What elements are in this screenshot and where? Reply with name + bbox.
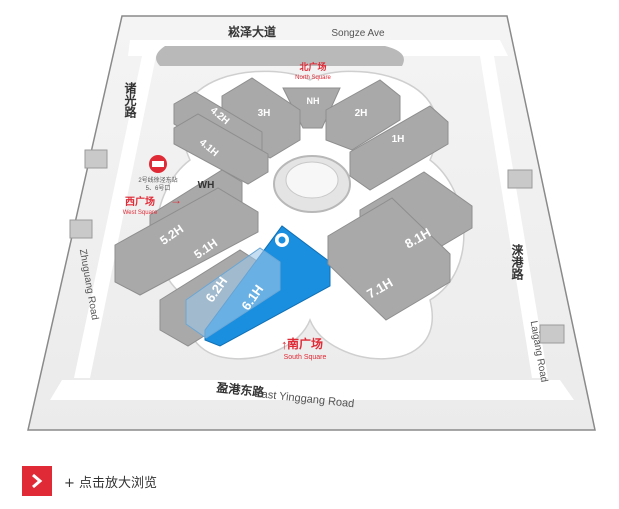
road-north: 崧泽大道 [228,24,276,39]
hall-1h[interactable] [349,105,449,191]
metro-icon [149,155,167,173]
footer: + 点击放大浏览 [22,466,157,496]
west-road-strip [74,56,156,378]
road-west: 诸光路 [123,81,137,119]
label-3h: 3H [258,108,271,119]
hall-6-2h-overlay [185,247,281,339]
road-south: 盈港东路 [215,379,266,399]
zoom-link[interactable]: + 点击放大浏览 [64,475,158,491]
east-gate-2 [539,324,565,344]
metro-exits: 5、6号口 [146,185,171,192]
west-gate-2 [69,219,93,239]
south-square-label: 南广场 [287,336,323,351]
west-square-arrow-icon: → [170,193,182,207]
label-1h: 1H [392,134,405,145]
east-gate-1 [507,169,533,189]
hall-2h[interactable] [325,79,401,151]
west-square-en: West Square [123,210,158,216]
road-east: 涞港路 [510,243,524,281]
location-marker-icon [275,233,289,247]
label-2h: 2H [355,108,368,119]
label-wh: WH [198,180,215,191]
metro-line: 2号线徐泾东站 [138,176,177,184]
west-square-label: 西广场 [125,195,155,208]
label-nh: NH [307,96,320,106]
chevron-right-icon [32,473,43,489]
road-north-en: Songze Ave [331,28,385,39]
south-square-arrow-icon: ↑ [281,337,288,352]
north-square-en: North Square [295,75,331,81]
east-road-strip [480,56,548,378]
hall-5-1h[interactable] [114,187,259,296]
central-ring-inner [285,161,339,199]
north-square-label: 北广场 [299,61,326,72]
west-gate-1 [84,149,108,169]
hall-4-1h[interactable] [173,113,269,185]
venue-map[interactable]: NH 3H 2H 1H 4.2H 4.1H WH 5.2H 5.1H 6.2H … [0,0,619,440]
south-square-en: South Square [284,354,327,361]
zoom-button[interactable] [22,466,52,496]
south-road-strip [50,380,574,400]
hall-7-1h[interactable] [327,197,451,321]
north-parking-slab [156,46,404,66]
